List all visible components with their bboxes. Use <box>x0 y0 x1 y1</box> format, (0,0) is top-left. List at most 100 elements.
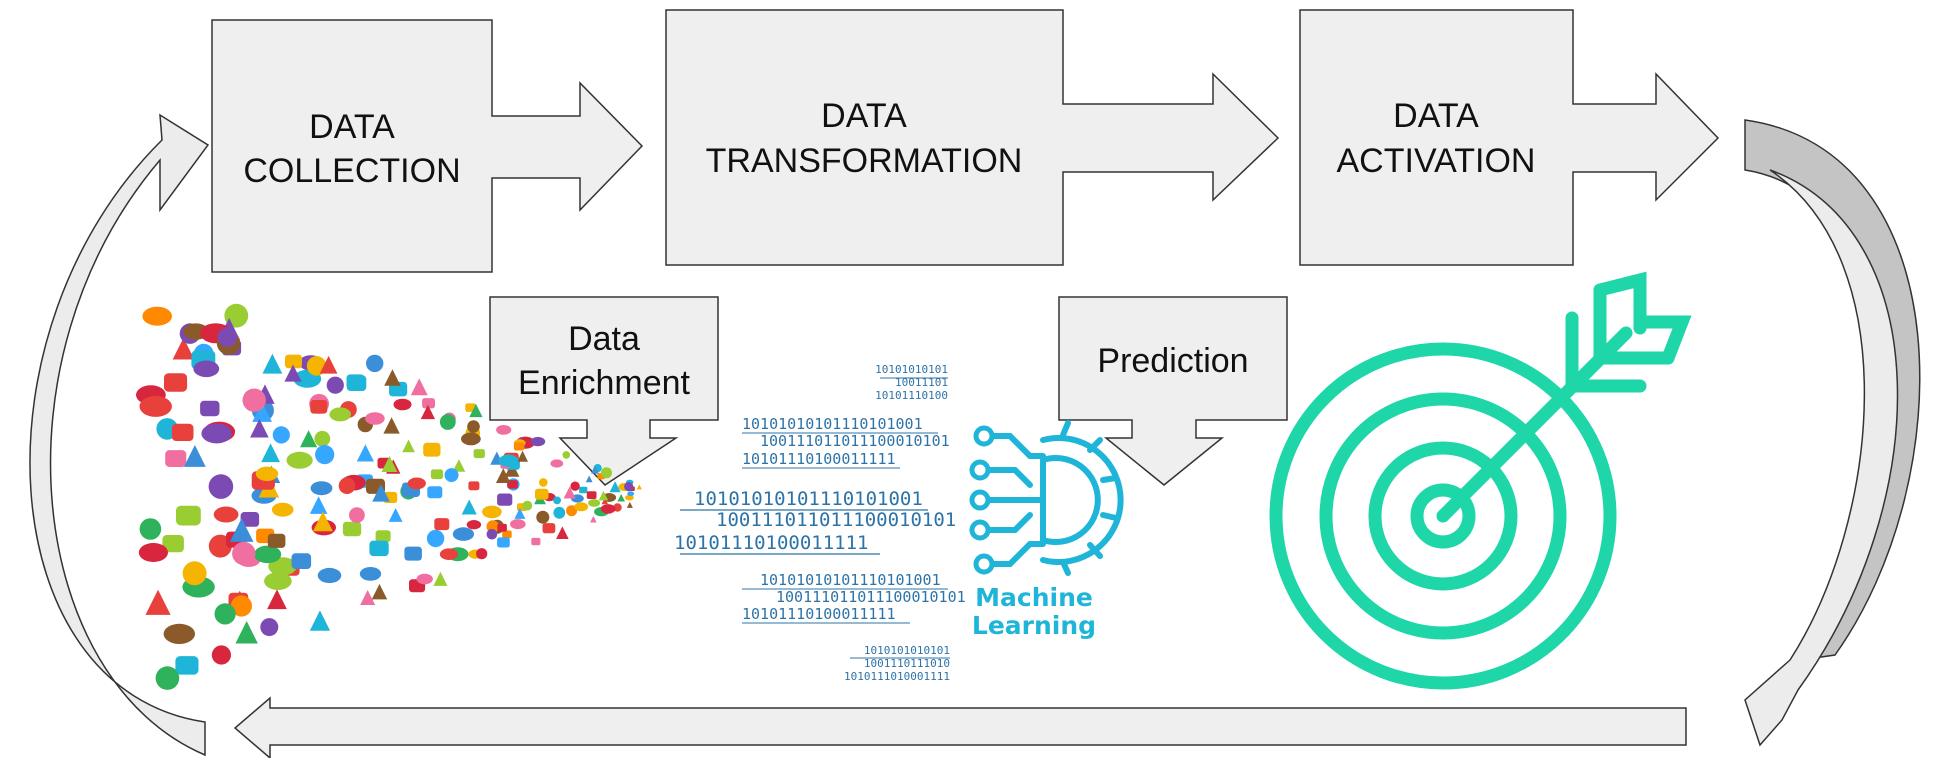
social-icon <box>497 523 507 532</box>
social-icon <box>138 543 168 562</box>
social-icon <box>371 583 388 600</box>
social-icon <box>585 475 593 483</box>
curved-arrow-right <box>1744 119 1921 747</box>
social-icon <box>317 567 342 584</box>
social-icon <box>486 528 498 540</box>
enrichment-line1: Data <box>568 320 640 358</box>
social-icon <box>469 403 483 418</box>
social-icon <box>461 499 477 515</box>
social-icon <box>229 518 254 542</box>
social-icon <box>338 477 356 495</box>
social-icon <box>402 439 415 453</box>
social-icon <box>291 553 312 569</box>
social-icon <box>553 496 561 505</box>
social-icon <box>510 519 526 530</box>
social-icon <box>286 451 313 469</box>
social-icon <box>172 337 195 360</box>
social-icon <box>539 478 548 487</box>
social-icon <box>271 502 294 517</box>
social-icon <box>598 490 609 501</box>
social-icon <box>201 423 232 444</box>
social-icon <box>240 512 260 527</box>
social-icon <box>473 449 485 459</box>
social-icon <box>452 527 474 541</box>
social-icon <box>383 417 400 434</box>
ml-label-line1: Machine <box>975 583 1093 612</box>
social-icon <box>513 442 525 451</box>
social-icon <box>261 443 281 463</box>
social-icon <box>517 450 529 462</box>
stage-2-line1: DATA <box>821 97 907 135</box>
social-icon <box>369 540 389 557</box>
social-icon <box>381 456 398 473</box>
social-icon <box>193 360 220 378</box>
binary-code-stream: 10101010101 10011101 10101110100 1010101… <box>674 363 966 683</box>
social-icon <box>553 506 566 519</box>
social-icon <box>342 521 362 537</box>
social-icon <box>466 520 482 530</box>
social-icon <box>267 533 286 548</box>
social-icon <box>284 364 302 382</box>
stage-1-line2: COLLECTION <box>243 152 460 190</box>
stage-data-activation: DATA ACTIVATION <box>1299 9 1720 266</box>
social-icon <box>422 398 435 409</box>
social-icon <box>213 506 239 523</box>
social-icon <box>384 369 401 386</box>
social-icon <box>404 546 422 561</box>
social-icon <box>314 430 331 447</box>
social-icon <box>427 486 443 499</box>
social-icon <box>579 486 588 494</box>
social-icon <box>542 523 556 534</box>
social-icon <box>230 595 252 617</box>
binary-line: 10101010101110101001 <box>760 571 941 589</box>
binary-line: 10101110100011111 <box>674 532 868 554</box>
social-icon <box>531 537 541 546</box>
social-icon <box>550 459 564 468</box>
social-icon <box>214 603 236 625</box>
social-icon <box>235 621 258 644</box>
social-icon <box>590 515 597 523</box>
social-icon <box>176 505 201 526</box>
social-icon <box>319 355 338 374</box>
enrichment-line2: Enrichment <box>518 364 691 402</box>
binary-line: 100111011011100010101 <box>716 509 956 531</box>
social-icon <box>142 306 172 326</box>
social-icon <box>359 567 382 581</box>
social-icon <box>502 530 512 539</box>
social-icon <box>326 376 344 394</box>
social-icon <box>260 618 279 637</box>
binary-line: 10101110100 <box>875 389 948 402</box>
social-icon <box>365 412 385 425</box>
callout-prediction: Prediction <box>1058 296 1288 486</box>
social-icon <box>600 504 616 514</box>
social-icon <box>556 526 569 539</box>
social-icon <box>625 494 634 501</box>
social-icon <box>570 481 580 491</box>
binary-line: 10101110100011111 <box>742 605 896 623</box>
social-icon <box>497 493 513 506</box>
social-icon <box>272 426 290 444</box>
social-icon <box>183 445 206 467</box>
social-icon <box>309 496 328 514</box>
binary-line: 1010111010001111 <box>844 670 950 683</box>
social-icon <box>586 491 597 499</box>
stage-1-line1: DATA <box>309 108 395 146</box>
social-icon <box>498 454 519 467</box>
social-icon <box>393 398 412 411</box>
social-icon <box>482 505 502 519</box>
stage-data-transformation: DATA TRANSFORMATION <box>665 9 1280 266</box>
social-icon <box>536 510 550 524</box>
social-icon <box>416 573 433 585</box>
social-icon <box>285 354 302 369</box>
social-icon <box>312 511 333 532</box>
social-icon <box>315 445 335 465</box>
social-icon <box>468 481 480 491</box>
social-icon <box>310 481 333 496</box>
social-icon <box>346 374 365 389</box>
social-icon <box>574 502 589 512</box>
binary-line: 10101010101110101001 <box>742 415 923 433</box>
social-icon <box>139 395 172 417</box>
binary-line: 100111011011100010101 <box>776 588 966 606</box>
social-icon <box>232 541 256 566</box>
